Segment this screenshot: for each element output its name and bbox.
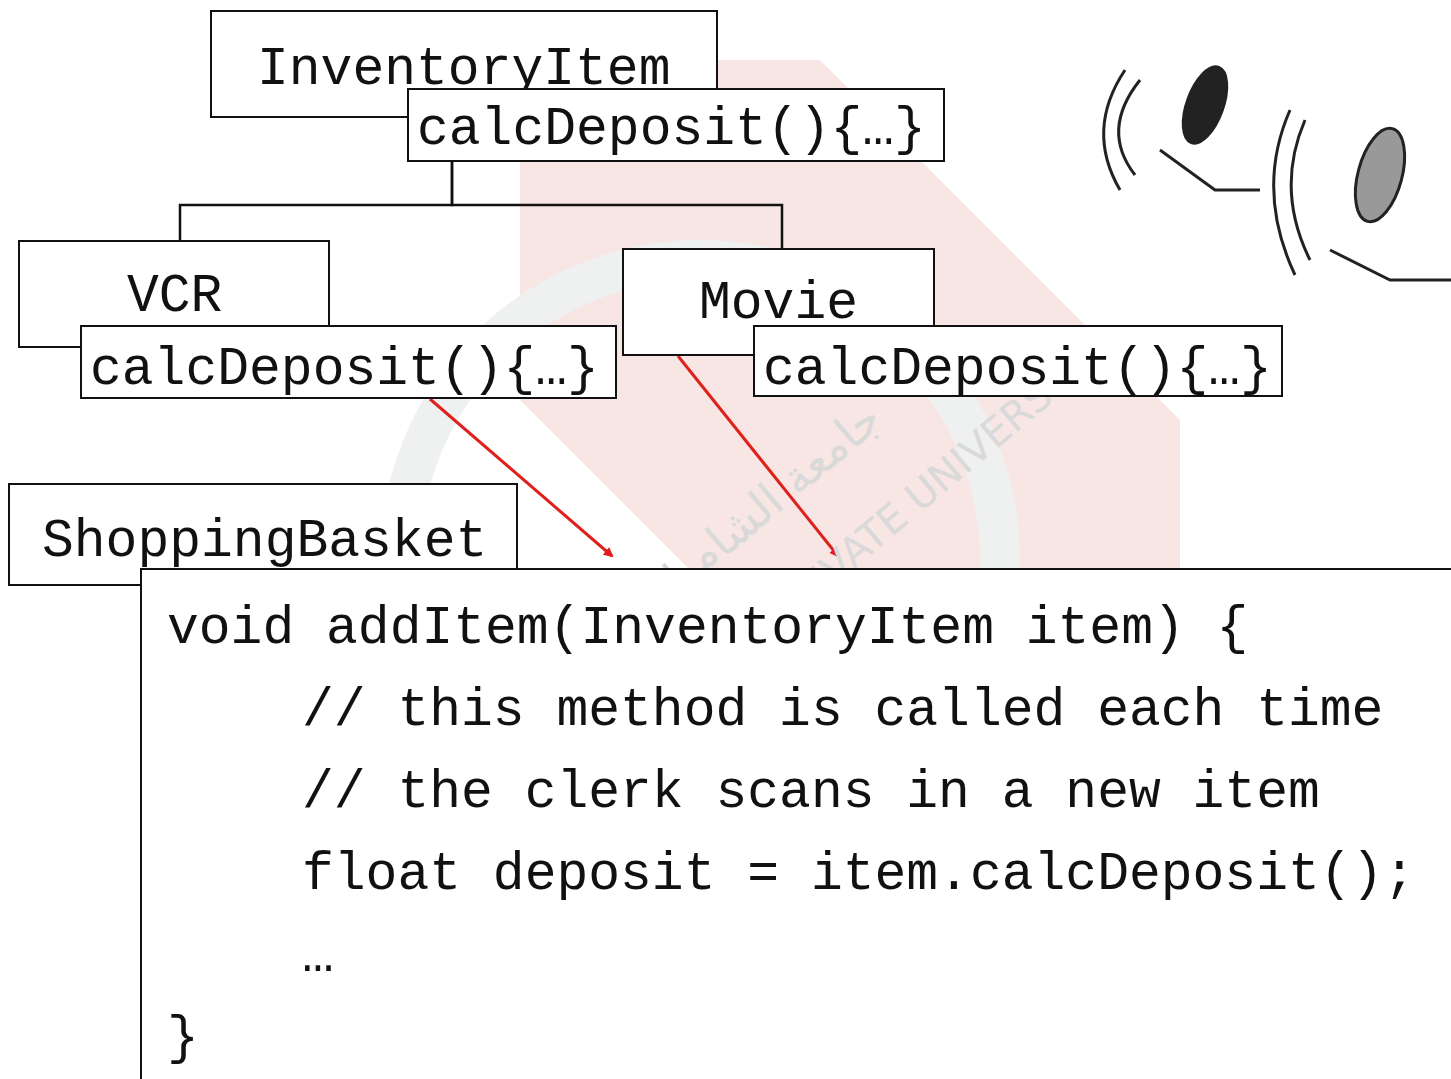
code-line: float deposit = item.calcDeposit(); [302, 845, 1415, 905]
code-line: void addItem(InventoryItem item) { [167, 599, 1248, 659]
method-box: calcDeposit(){…} [80, 325, 617, 399]
speaker-illustration [1104, 61, 1451, 280]
class-name: calcDeposit(){…} [763, 340, 1272, 400]
inheritance-line [180, 162, 452, 240]
code-line: // this method is called each time [302, 681, 1383, 741]
method-box: calcDeposit(){…} [753, 325, 1283, 397]
inheritance-line [452, 162, 782, 248]
class-name: calcDeposit(){…} [417, 100, 926, 160]
code-line: // the clerk scans in a new item [302, 763, 1320, 823]
method-box: calcDeposit(){…} [407, 88, 945, 162]
class-name: ShoppingBasket [42, 512, 487, 572]
class-name: VCR [127, 267, 222, 327]
code-line: } [167, 1009, 199, 1069]
code-box: void addItem(InventoryItem item) { // thi… [140, 568, 1451, 1079]
code-line: … [302, 927, 334, 987]
class-name: calcDeposit(){…} [90, 340, 599, 400]
